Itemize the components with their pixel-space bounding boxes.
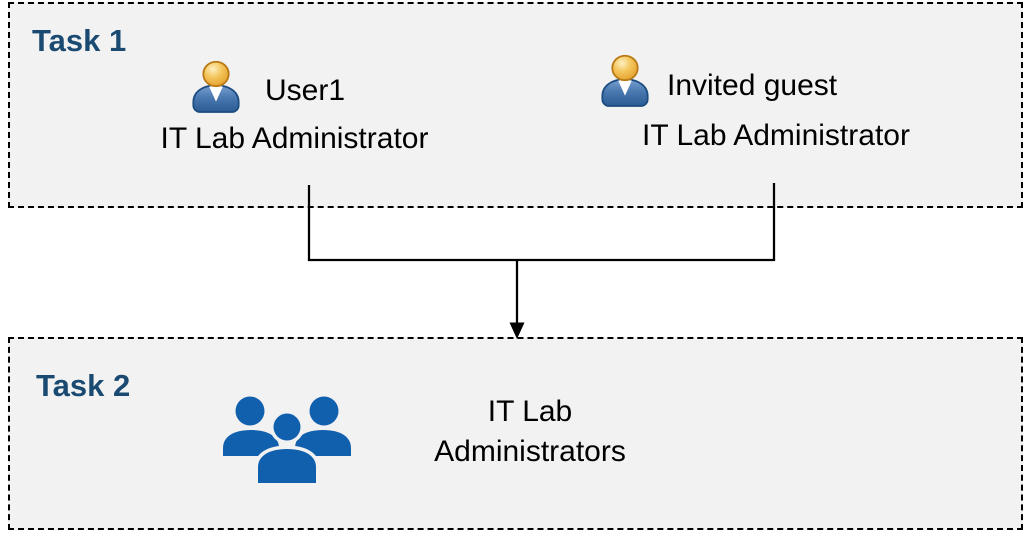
person-name: Invited guest: [667, 69, 838, 102]
person-name: User1: [265, 74, 346, 107]
group-label: IT Lab Administrators: [396, 392, 664, 472]
people-group-icon: [221, 395, 353, 488]
task1-title: Task 1: [32, 23, 127, 58]
person-role: IT Lab Administrator: [160, 122, 429, 155]
person-role: IT Lab Administrator: [642, 119, 910, 152]
group-label-line1: IT Lab: [487, 395, 573, 428]
group-label-line2: Administrators: [434, 435, 626, 468]
task1-box: Task 1 User1 IT Lab Administrator Invite…: [8, 2, 1023, 208]
person-icon: [187, 59, 245, 122]
person-icon: [596, 53, 654, 116]
task2-box: Task 2 IT Lab A: [8, 337, 1023, 530]
task2-title: Task 2: [36, 368, 131, 403]
